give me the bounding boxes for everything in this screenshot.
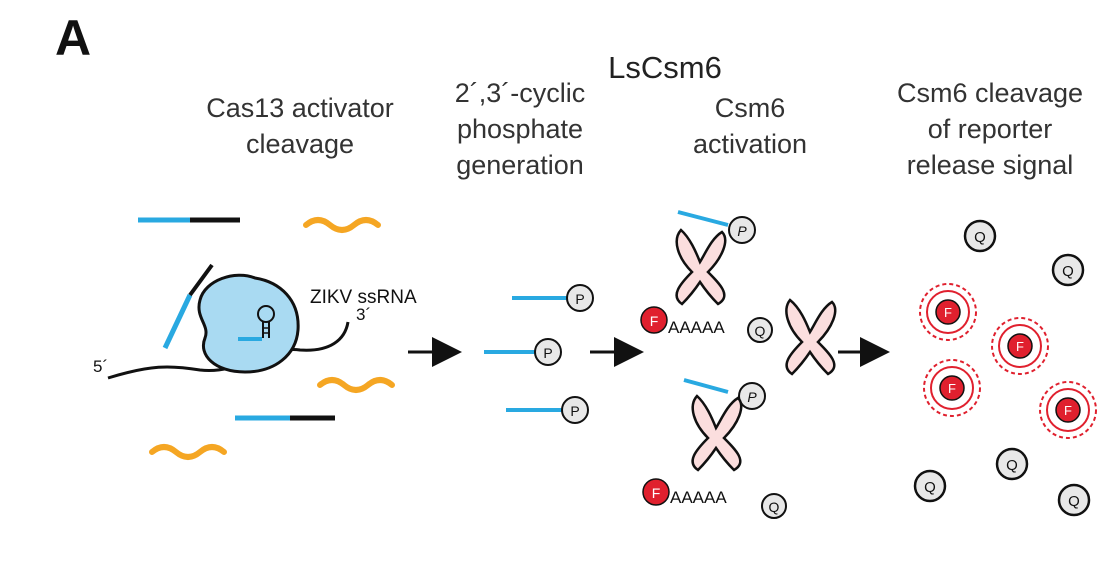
reporter-release-stage: F F F F Q Q Q Q Q [913,219,1097,517]
cleaved-rna-fragment [303,217,381,233]
free-quencher: Q [995,447,1029,481]
fluorophore-letter: F [948,381,956,396]
step-label-cas13-cleavage: Cas13 activator cleavage [206,93,394,159]
cleaved-rna-fragment [149,444,227,460]
activator-oligo [683,378,729,394]
target-rna-label: ZIKV ssRNA [310,287,417,308]
poly-a-reporter: AAAAA [670,488,727,507]
bound-activator-target [188,263,214,297]
phosphate-icon [728,216,756,244]
quencher-letter: Q [755,323,766,339]
fluorophore-letter: F [944,305,952,320]
phosphate-letter: P [747,389,757,405]
quencher-letter: Q [769,499,780,515]
cas13-stage [107,217,395,460]
phosphate-letter: P [737,223,747,239]
activator-oligo [677,210,729,227]
phosphate-icon [534,338,562,366]
cleaved-rna-fragment [317,377,395,393]
crrna-hairpin [257,305,275,338]
panel-letter: A [55,10,92,66]
released-fluorophore: F [1039,381,1097,439]
released-fluorophore: F [991,317,1049,375]
released-fluorophore: F [923,359,981,417]
cas13-protein [197,273,300,374]
bound-activator-guide [162,293,193,350]
phosphate-icon [561,396,589,424]
step-label-csm6-activation: Csm6 activation [692,93,808,159]
fluorophore-letter: F [652,485,661,501]
free-quencher: Q [1057,483,1091,517]
fluorophore-icon [640,306,668,334]
quencher-icon [761,493,787,519]
diagram-title: LsCsm6 [608,50,722,85]
poly-a-reporter: AAAAA [668,318,725,337]
csm6-protein [691,394,743,472]
five-prime-label: 5´ [93,357,109,376]
csm6-protein [785,298,837,376]
cyclic-phosphate-stage: P P P [484,284,594,424]
phosphate-letter: P [570,403,579,419]
phosphate-icon [566,284,594,312]
step-label-reporter-release: Csm6 cleavage of reporter release signal [896,78,1084,180]
phosphate-letter: P [575,291,584,307]
quencher-letter: Q [1062,263,1074,280]
csm6-activation-stage: P F AAAAA Q P F AAAAA Q [640,210,837,519]
csm6-protein [675,228,727,306]
quencher-letter: Q [974,229,986,246]
fluorophore-letter: F [1016,339,1024,354]
fluorophore-icon [642,478,670,506]
free-quencher: Q [1051,253,1085,287]
released-fluorophore: F [919,283,977,341]
quencher-letter: Q [1006,457,1018,474]
quencher-letter: Q [1068,493,1080,510]
three-prime-label: 3´ [356,305,372,324]
phosphate-letter: P [543,345,552,361]
free-quencher: Q [913,469,947,503]
quencher-icon [747,317,773,343]
fluorophore-letter: F [1064,403,1072,418]
quencher-letter: Q [924,479,936,496]
fluorophore-letter: F [650,313,659,329]
phosphate-icon [738,382,766,410]
step-label-cyclic-phosphate: 2´,3´-cyclic phosphate generation [454,78,586,180]
free-quencher: Q [963,219,997,253]
